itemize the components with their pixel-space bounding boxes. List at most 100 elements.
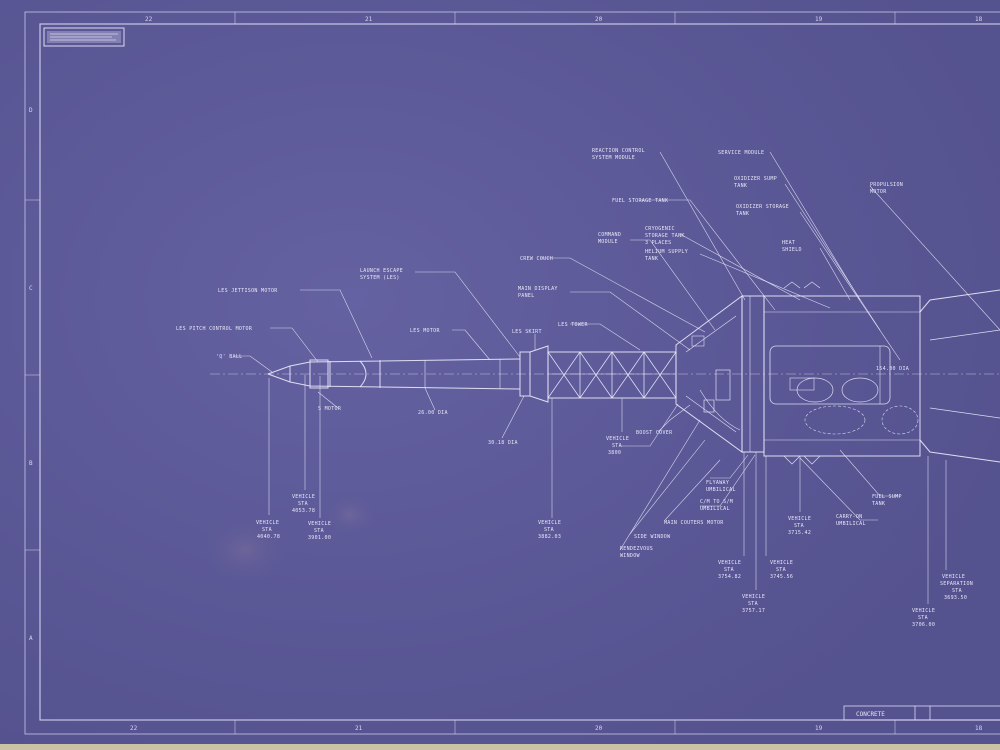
- zone-markers-top: 22 21 20 19 18: [145, 16, 983, 23]
- label-les-skirt: LES SKIRT: [512, 329, 542, 335]
- spacecraft-outline: [210, 281, 1000, 465]
- label-carry-on-umbilical-2: UMBILICAL: [836, 521, 866, 527]
- svg-text:4053.78: 4053.78: [292, 508, 315, 514]
- label-q-ball: 'Q' BALL: [216, 354, 242, 360]
- svg-text:VEHICLE: VEHICLE: [912, 608, 935, 614]
- svg-text:STA: STA: [918, 615, 928, 621]
- svg-text:VEHICLE: VEHICLE: [256, 520, 279, 526]
- station-labels: VEHICLE STA 4040.78 VEHICLE STA 4053.78 …: [256, 436, 973, 628]
- svg-text:3757.17: 3757.17: [742, 608, 765, 614]
- svg-text:D: D: [29, 107, 33, 114]
- label-boost-cover: BOOST COVER: [636, 430, 673, 436]
- svg-text:22: 22: [130, 725, 138, 732]
- label-dia-2: 154.00 DIA: [876, 366, 909, 372]
- drawing-border: [24, 11, 1000, 735]
- label-flyaway-umbilical-2: UMBILICAL: [706, 487, 736, 493]
- label-launch-escape-system-2: SYSTEM (LES): [360, 275, 400, 281]
- label-cm-sm-umbilical-2: UMBILICAL: [700, 506, 730, 512]
- label-heat-shield-2: SHIELD: [782, 247, 802, 253]
- label-rendezvous-window-1: RENDEZVOUS: [620, 546, 653, 552]
- svg-text:19: 19: [815, 725, 823, 732]
- svg-text:STA: STA: [298, 501, 308, 507]
- label-command-module-1: COMMAND: [598, 232, 621, 238]
- svg-text:VEHICLE: VEHICLE: [292, 494, 315, 500]
- label-les-tower: LES TOWER: [558, 322, 588, 328]
- svg-text:3706.00: 3706.00: [912, 622, 935, 628]
- svg-text:A: A: [29, 635, 33, 642]
- svg-text:3693.50: 3693.50: [944, 595, 967, 601]
- label-propulsion-motor-1: PROPULSION: [870, 182, 903, 188]
- svg-text:C: C: [29, 285, 33, 292]
- svg-text:18: 18: [975, 16, 983, 23]
- svg-text:STA: STA: [724, 567, 734, 573]
- zone-markers-bottom: 22 21 20 19 18: [130, 725, 983, 732]
- svg-text:VEHICLE: VEHICLE: [788, 516, 811, 522]
- approval-stamp: [43, 27, 125, 47]
- label-les-jettison-motor: LES JETTISON MOTOR: [218, 288, 278, 294]
- label-dia-3: 30.18 DIA: [488, 440, 518, 446]
- svg-text:VEHICLE: VEHICLE: [742, 594, 765, 600]
- title-block: CONCRETE: [843, 705, 1000, 721]
- label-helium-supply-1: HELIUM SUPPLY: [645, 249, 688, 255]
- svg-text:STA: STA: [314, 528, 324, 534]
- svg-text:VEHICLE: VEHICLE: [718, 560, 741, 566]
- label-les-motor: LES MOTOR: [410, 328, 440, 334]
- svg-text:STA: STA: [794, 523, 804, 529]
- svg-text:VEHICLE: VEHICLE: [308, 521, 331, 527]
- svg-text:3901.00: 3901.00: [308, 535, 331, 541]
- label-heat-shield-1: HEAT: [782, 240, 795, 246]
- label-cryogenic-1: CRYOGENIC: [645, 226, 675, 232]
- svg-text:3882.03: 3882.03: [538, 534, 561, 540]
- svg-text:VEHICLE: VEHICLE: [606, 436, 629, 442]
- label-oxidizer-sump-1: OXIDIZER SUMP: [734, 176, 777, 182]
- component-labels: LES JETTISON MOTOR LES PITCH CONTROL MOT…: [176, 148, 909, 559]
- label-command-module-2: MODULE: [598, 239, 618, 245]
- label-reaction-control-2: SYSTEM MODULE: [592, 155, 635, 161]
- label-helium-supply-2: TANK: [645, 256, 658, 262]
- svg-text:B: B: [29, 460, 33, 467]
- svg-text:4040.78: 4040.78: [257, 534, 280, 540]
- label-main-couters-motor: MAIN COUTERS MOTOR: [664, 520, 724, 526]
- svg-text:21: 21: [355, 725, 363, 732]
- svg-text:21: 21: [365, 16, 373, 23]
- label-side-window: SIDE WINDOW: [634, 534, 671, 540]
- label-oxidizer-storage-2: TANK: [736, 211, 749, 217]
- paper-edge: [0, 744, 1000, 750]
- label-dia-1: 26.00 DIA: [418, 410, 448, 416]
- label-rendezvous-window-2: WINDOW: [620, 553, 641, 559]
- label-fuel-sump-2: TANK: [872, 501, 885, 507]
- svg-text:STA: STA: [748, 601, 758, 607]
- label-reaction-control-1: REACTION CONTROL: [592, 148, 645, 154]
- svg-text:STA: STA: [262, 527, 272, 533]
- svg-text:3754.82: 3754.82: [718, 574, 741, 580]
- zone-markers-left: D C B A: [29, 107, 33, 642]
- label-main-display-panel-2: PANEL: [518, 293, 535, 299]
- label-cryogenic-3: 3 PLACES: [645, 240, 671, 246]
- label-carry-on-umbilical-1: CARRY-ON: [836, 514, 862, 520]
- label-launch-escape-system-1: LAUNCH ESCAPE: [360, 268, 403, 274]
- label-propulsion-motor-2: MOTOR: [870, 189, 887, 195]
- svg-text:18: 18: [975, 725, 983, 732]
- svg-text:19: 19: [815, 16, 823, 23]
- svg-text:3715.42: 3715.42: [788, 530, 811, 536]
- leader-lines: [235, 151, 1000, 604]
- svg-text:SEPARATION: SEPARATION: [940, 581, 973, 587]
- label-flyaway-umbilical-1: FLYAWAY: [706, 480, 729, 486]
- label-cm-sm-umbilical-1: C/M TO S/M: [700, 499, 733, 505]
- label-s-motor: S MOTOR: [318, 406, 342, 412]
- svg-text:3745.56: 3745.56: [770, 574, 793, 580]
- label-fuel-sump-1: FUEL SUMP: [872, 494, 902, 500]
- svg-text:22: 22: [145, 16, 153, 23]
- title-block-name: CONCRETE: [856, 711, 885, 718]
- label-service-module: SERVICE MODULE: [718, 150, 764, 156]
- svg-text:STA: STA: [612, 443, 622, 449]
- label-crew-couch: CREW COUCH: [520, 256, 553, 262]
- svg-text:20: 20: [595, 16, 603, 23]
- svg-text:VEHICLE: VEHICLE: [538, 520, 561, 526]
- label-main-display-panel-1: MAIN DISPLAY: [518, 286, 558, 292]
- label-oxidizer-sump-2: TANK: [734, 183, 747, 189]
- svg-text:3800: 3800: [608, 450, 621, 456]
- label-oxidizer-storage-1: OXIDIZER STORAGE: [736, 204, 789, 210]
- svg-text:20: 20: [595, 725, 603, 732]
